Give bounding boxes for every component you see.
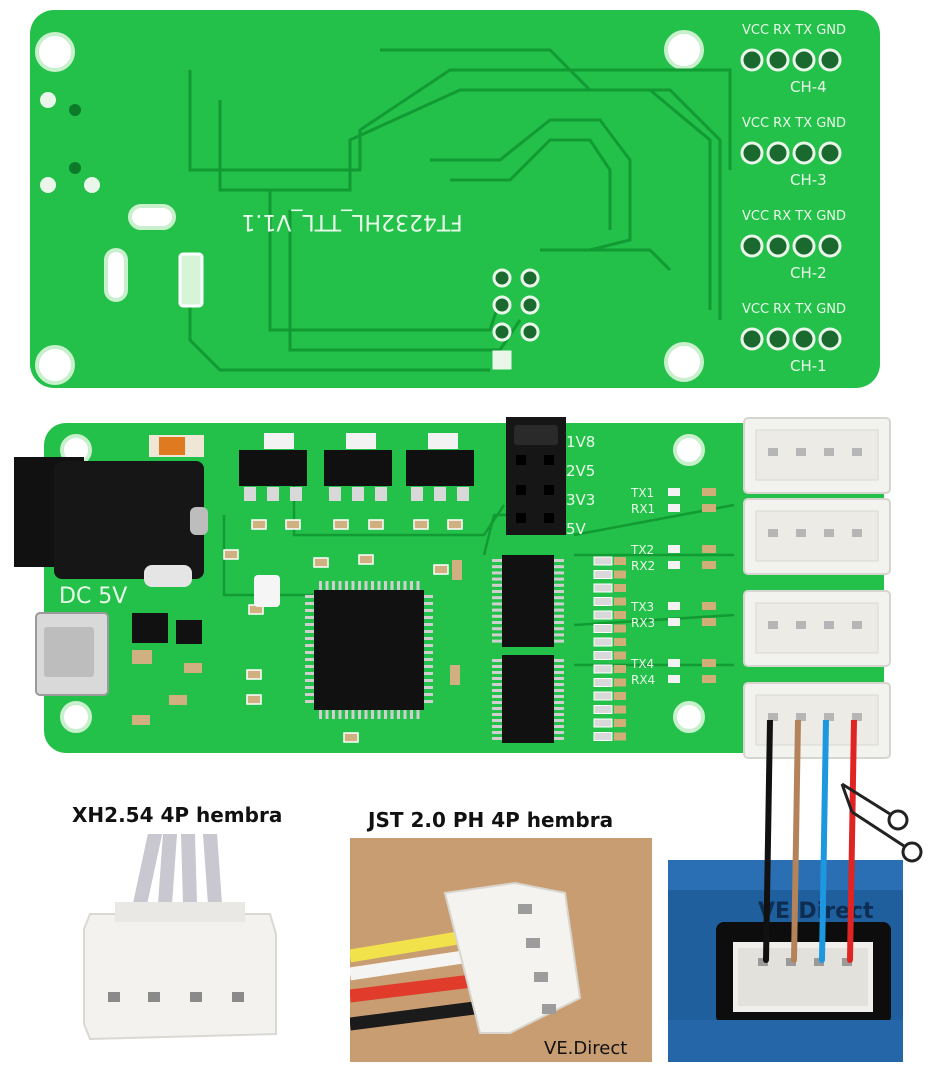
wires-svg: [763, 717, 923, 963]
pin-pad: [766, 141, 790, 165]
jst-photo: VE.Direct: [348, 838, 652, 1062]
xh-photo-svg: [70, 827, 290, 1049]
channel-name: CH-4: [790, 78, 827, 96]
pin-pad: [740, 234, 764, 258]
led-label: RX4: [631, 673, 655, 687]
led-label: RX2: [631, 559, 655, 573]
led-label: RX1: [631, 502, 655, 516]
voltage-option: 1V8: [566, 433, 595, 451]
pin-pad: [818, 141, 842, 165]
power-label: DC 5V: [59, 584, 127, 609]
jst-photo-svg: VE.Direct: [348, 838, 652, 1062]
channel-pin-header: VCC RX TX GND: [742, 302, 846, 317]
wire: [847, 717, 857, 963]
channel-name: CH-1: [790, 357, 827, 375]
voltage-option: 2V5: [566, 462, 595, 480]
scissors-icon: [840, 782, 923, 863]
pin-pad: [818, 327, 842, 351]
pin-pad: [792, 234, 816, 258]
vedirect-photo-svg: VE.Direct: [668, 860, 903, 1062]
pin-pad: [818, 234, 842, 258]
pin-pad: [740, 327, 764, 351]
jst-label: JST 2.0 PH 4P hembra: [368, 808, 614, 832]
board-name: FT4232HL_TTL_V1.1: [241, 209, 462, 234]
voltage-option: 5V: [566, 520, 587, 538]
xh-label: XH2.54 4P hembra: [72, 803, 283, 827]
pin-pad: [792, 141, 816, 165]
channel-pin-header: VCC RX TX GND: [742, 209, 846, 224]
vedirect-photo: VE.Direct: [668, 860, 903, 1062]
wire: [819, 717, 829, 963]
led-label: TX3: [630, 600, 654, 614]
wire: [791, 717, 801, 963]
vedirect-brand: VE.Direct: [758, 899, 874, 924]
led-label: RX3: [631, 616, 655, 630]
jst-caption: VE.Direct: [544, 1038, 627, 1059]
channel-name: CH-3: [790, 171, 827, 189]
pin-pad: [818, 48, 842, 72]
led-label: TX2: [630, 543, 654, 557]
channel-pin-header: VCC RX TX GND: [742, 23, 846, 38]
pin-pad: [766, 327, 790, 351]
pin-pad: [740, 141, 764, 165]
led-label: TX4: [630, 657, 654, 671]
wires: [740, 717, 930, 970]
pin-pad: [766, 48, 790, 72]
voltage-option: 3V3: [566, 491, 595, 509]
channel-pin-header: VCC RX TX GND: [742, 116, 846, 131]
pin-pad: [792, 48, 816, 72]
pin-pad: [792, 327, 816, 351]
pin-pad: [766, 234, 790, 258]
xh-photo: [70, 827, 290, 1049]
channel-name: CH-2: [790, 264, 827, 282]
led-label: TX1: [630, 486, 654, 500]
pin-pad: [740, 48, 764, 72]
wire: [763, 717, 773, 963]
